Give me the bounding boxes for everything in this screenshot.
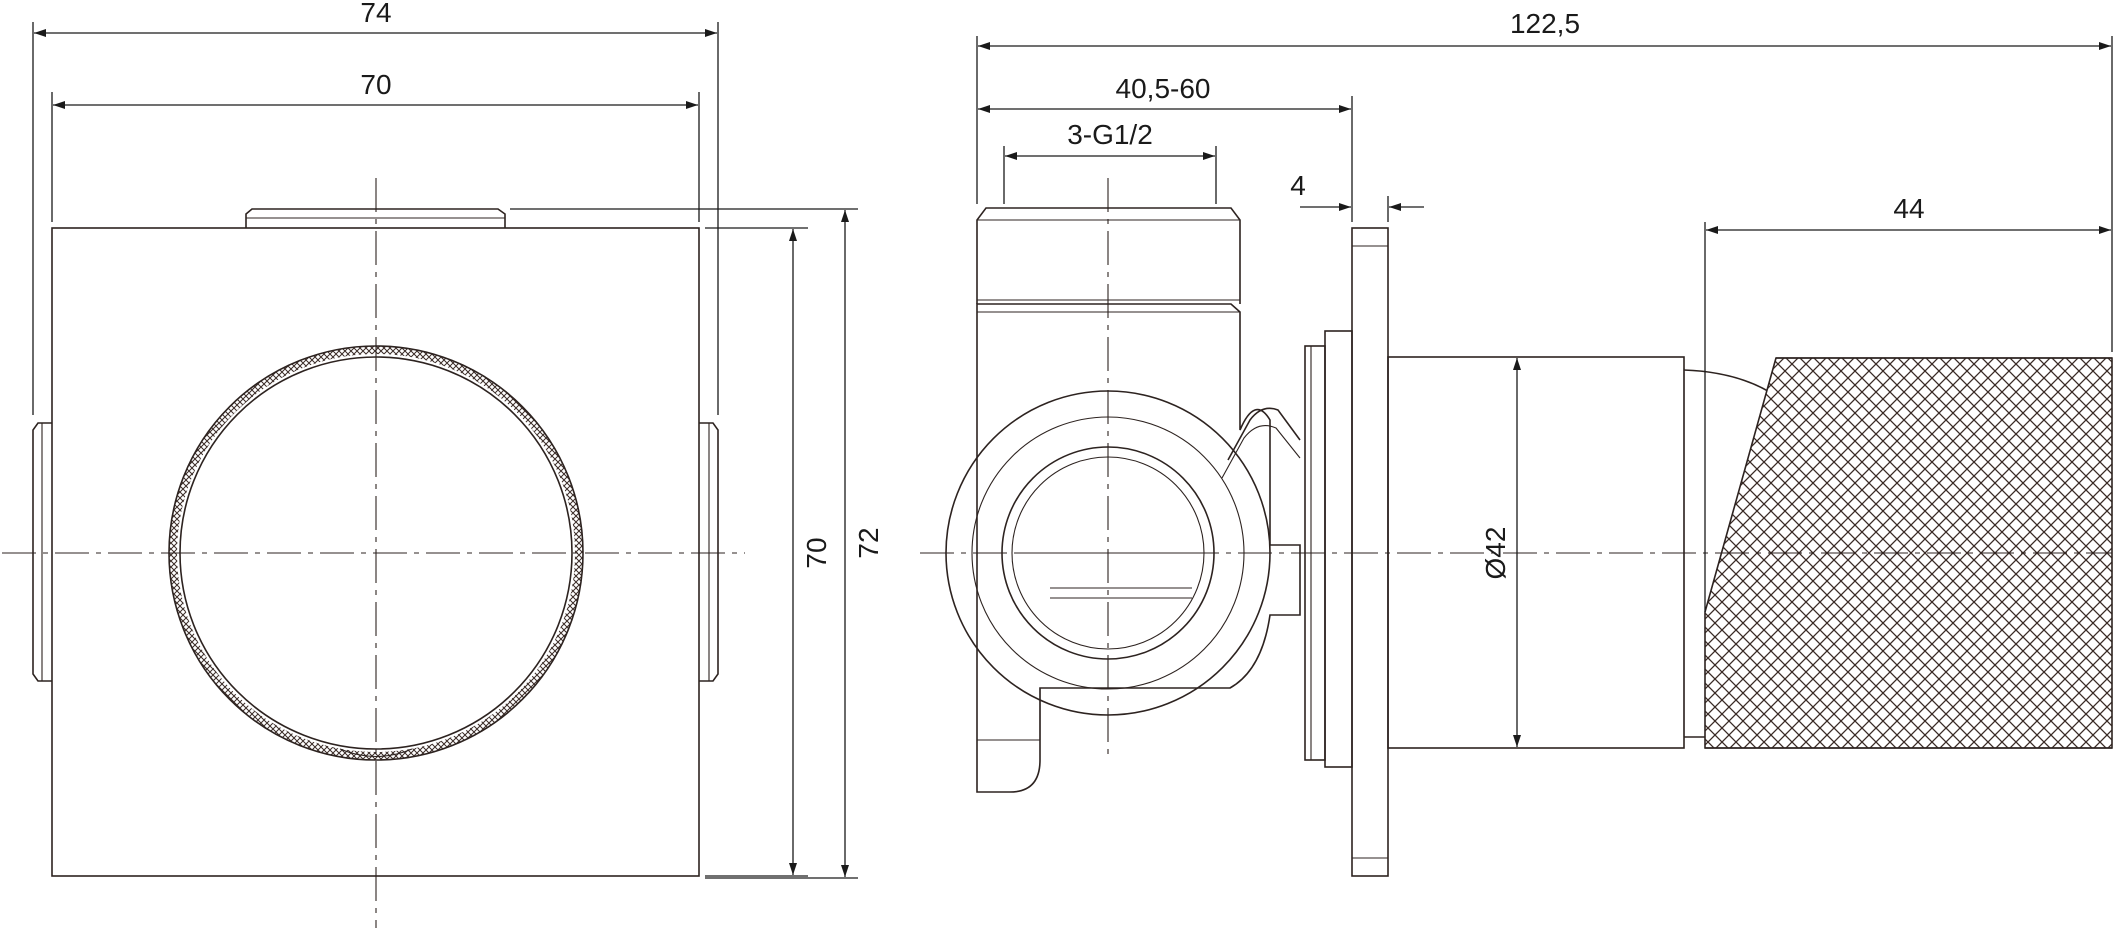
dim-total-length: 122,5	[1510, 8, 1580, 39]
side-valve-body	[976, 303, 1301, 793]
dim-front-width-inner: 70	[360, 69, 391, 100]
dim-thread: 3-G1/2	[1067, 119, 1153, 150]
dim-handle-length: 44	[1893, 193, 1924, 224]
side-wall-plate	[1351, 227, 1389, 877]
dim-body-length: 40,5-60	[1116, 73, 1211, 104]
side-dimensions: 122,5 40,5-60 3-G1/2 4 44 Ø42	[976, 8, 2113, 747]
front-right-connector	[699, 422, 719, 682]
dim-plate-thickness: 4	[1290, 170, 1306, 201]
side-view	[920, 178, 2113, 877]
dim-front-height-outer: 72	[853, 527, 884, 558]
dim-front-height-inner: 70	[801, 537, 832, 568]
front-left-connector	[32, 422, 52, 682]
side-branch-pipe	[1227, 407, 1301, 461]
front-view	[2, 178, 745, 928]
dim-front-width-outer: 74	[360, 0, 391, 28]
front-dimensions: 74 70 70 72	[32, 0, 884, 879]
front-top-connector	[245, 208, 506, 228]
dim-diameter: Ø42	[1480, 527, 1511, 580]
